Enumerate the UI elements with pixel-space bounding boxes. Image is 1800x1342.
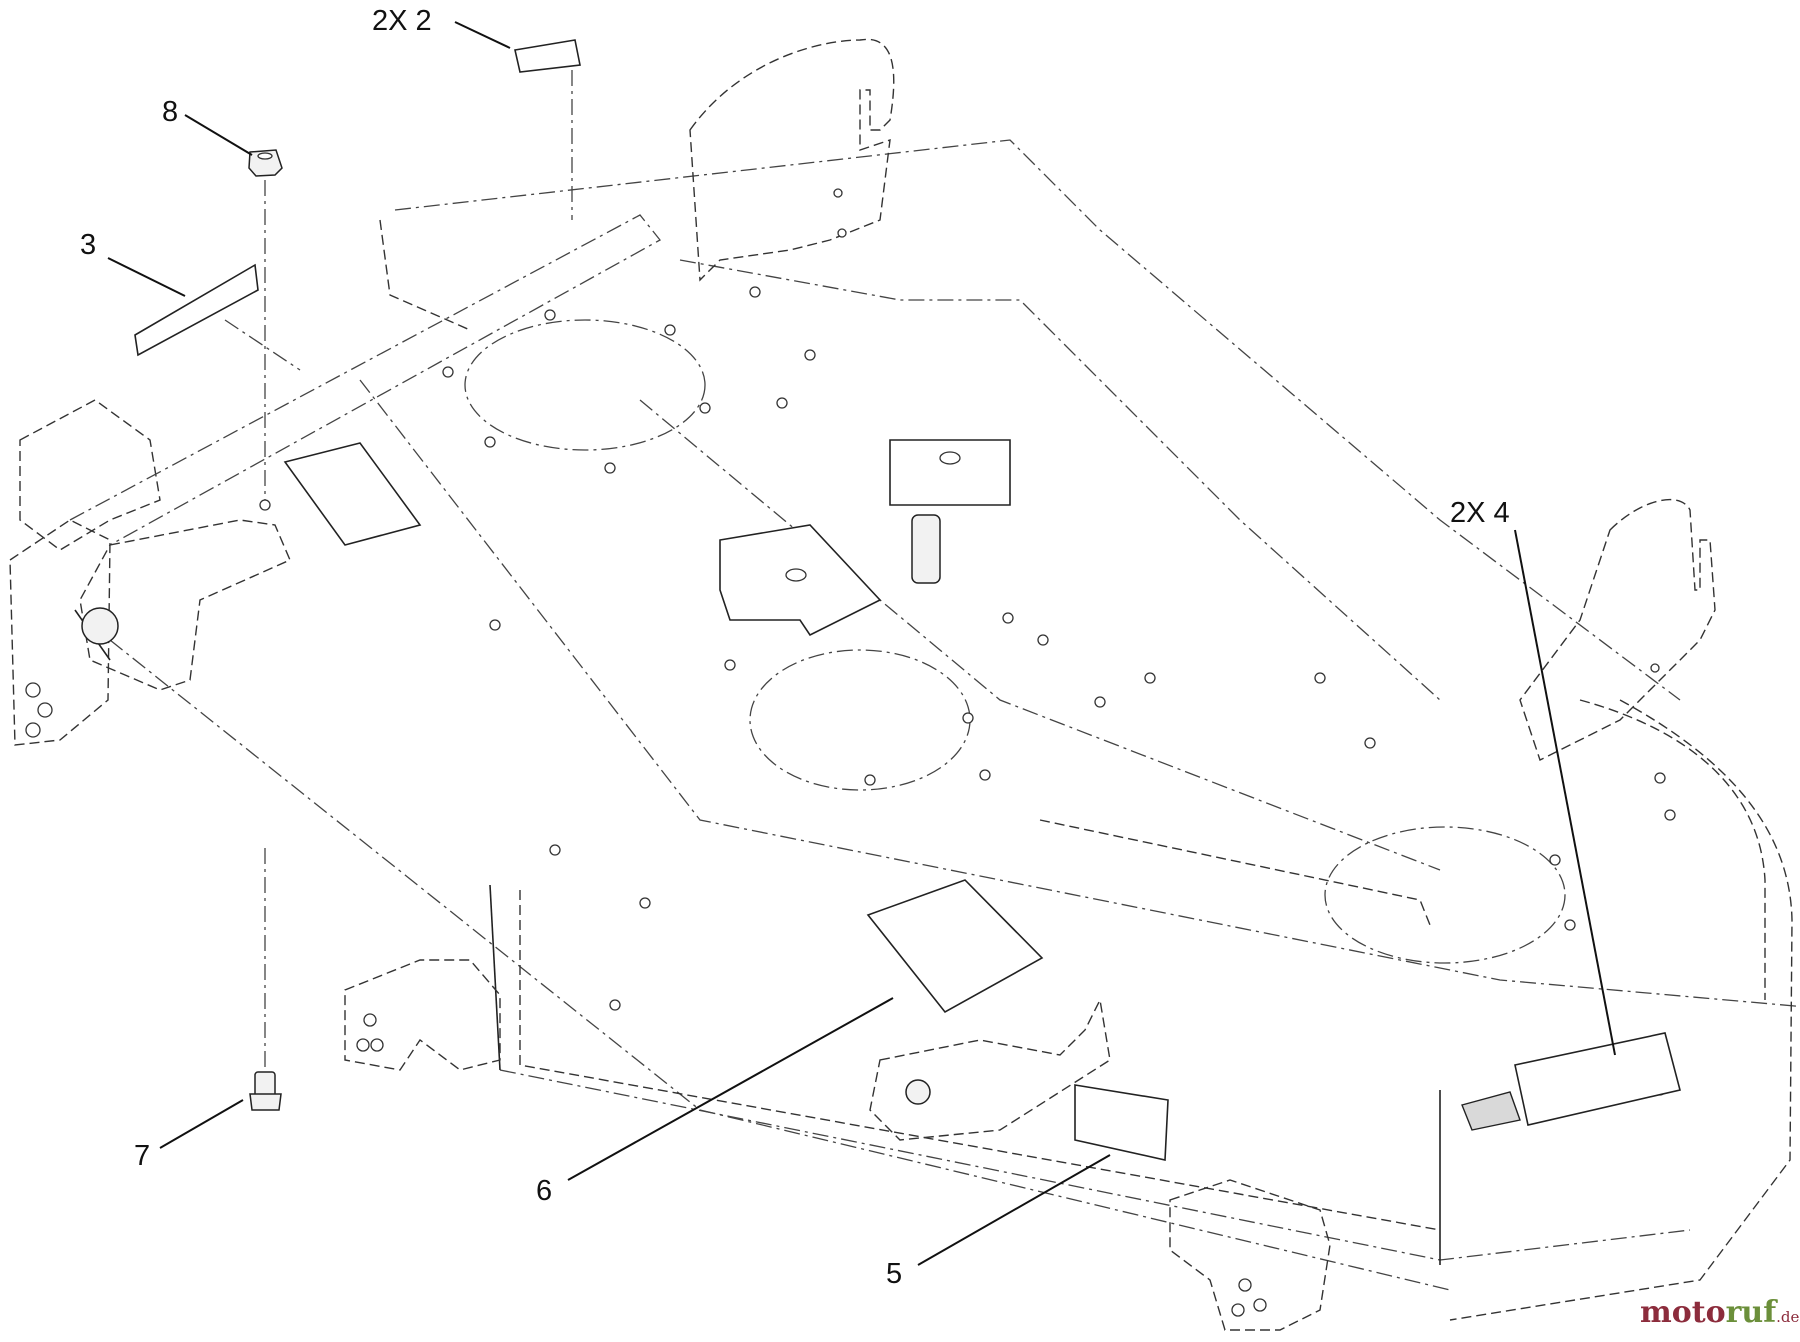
spindle-opening-center bbox=[749, 649, 971, 791]
rear-mount-bracket-right bbox=[1519, 498, 1716, 761]
part-3-decal bbox=[134, 263, 301, 371]
callout-item-6: 6 bbox=[536, 1175, 552, 1207]
center-hinge-bracket bbox=[719, 439, 1011, 637]
callout-item-2: 2X 2 bbox=[372, 5, 432, 37]
callout-item-3: 3 bbox=[80, 229, 96, 261]
callout-item-8: 8 bbox=[162, 96, 178, 128]
callout-labels: 2X 2 8 3 2X 4 7 6 5 bbox=[80, 5, 1510, 1290]
left-lift-arm bbox=[25, 519, 291, 738]
callout-item-2x4: 2X 4 bbox=[1450, 497, 1510, 529]
mower-deck-housing bbox=[9, 139, 1800, 1321]
spindle-opening-right bbox=[1324, 826, 1566, 964]
callout-item-5: 5 bbox=[886, 1258, 902, 1290]
decal-item-6-on-deck bbox=[866, 879, 1044, 1014]
callout-leaders bbox=[107, 21, 1616, 1266]
rear-mount-bracket-left bbox=[689, 38, 895, 282]
watermark-suffix: .de bbox=[1776, 1308, 1799, 1326]
callout-item-7: 7 bbox=[134, 1140, 150, 1172]
watermark-brand-part2: ruf bbox=[1726, 1295, 1779, 1330]
decal-on-deck-left bbox=[283, 442, 422, 546]
watermark-brand-part1: moto bbox=[1640, 1295, 1726, 1330]
front-right-hitch bbox=[1169, 1179, 1331, 1331]
center-lift-arm bbox=[869, 997, 1111, 1141]
part-8-flange-nut bbox=[248, 149, 283, 511]
watermark-text: motoruf.de bbox=[1640, 1295, 1800, 1330]
decal-item-4-on-deck bbox=[1461, 1032, 1681, 1131]
front-left-hitch bbox=[344, 959, 501, 1071]
watermark-logo: motoruf.de bbox=[1640, 1295, 1800, 1330]
part-7-bolt bbox=[249, 848, 282, 1111]
part-2-decal bbox=[514, 39, 581, 220]
deck-mounting-holes bbox=[442, 286, 1676, 1096]
spindle-opening-rear bbox=[464, 319, 706, 451]
decal-item-5-on-skirt bbox=[1074, 1084, 1169, 1161]
